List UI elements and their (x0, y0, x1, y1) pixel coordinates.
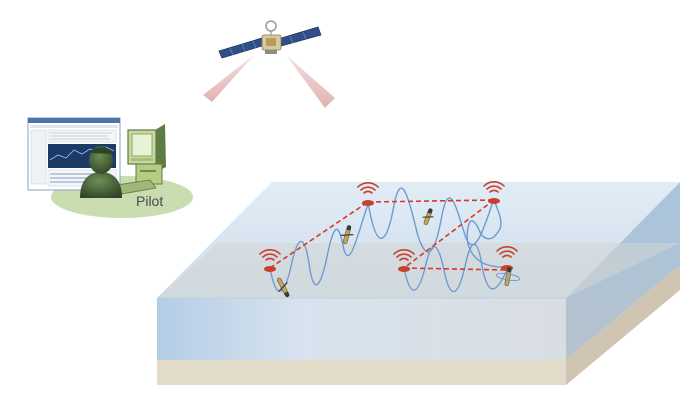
person-silhouette-icon (80, 146, 122, 198)
satellite (203, 20, 335, 108)
solar-panel-left (218, 37, 266, 59)
trajectory-right-vertical (466, 199, 508, 269)
computer-workstation-icon (109, 124, 166, 196)
wireless-signal-icon (393, 249, 415, 261)
trajectory-bottom (403, 243, 508, 293)
waypoint-1 (357, 182, 379, 206)
submerged-floor (157, 243, 680, 298)
pilot-label: Pilot (136, 193, 163, 209)
monitor-screen (131, 133, 153, 157)
water-front-face (157, 298, 566, 360)
wireless-signal-icon (496, 246, 518, 258)
underwater-glider-icon (276, 277, 290, 298)
solar-panel-right (277, 26, 322, 47)
waypoint-2 (483, 181, 505, 204)
signal-beam-left (203, 55, 254, 102)
seafloor-front (157, 360, 566, 385)
trajectory-left (269, 203, 369, 292)
underwater-glider-icon (495, 267, 521, 287)
underwater-glider-icon (422, 208, 434, 225)
seafloor-side (566, 265, 680, 385)
wireless-signal-icon (483, 181, 505, 193)
ocean-block (157, 182, 680, 385)
signal-beam-right (286, 55, 335, 108)
satellite-icon (218, 20, 322, 59)
survey-path (269, 199, 508, 271)
wireless-signal-icon (357, 182, 379, 194)
glider-trajectories (269, 187, 508, 293)
water-side-face (566, 182, 680, 360)
waypoint-4 (393, 249, 415, 272)
underwater-glider-icon (340, 225, 354, 245)
monitor-side (155, 124, 166, 172)
wireless-signal-icon (259, 249, 281, 261)
waypoint-3 (259, 249, 281, 272)
pilot-station: Pilot (27, 117, 193, 218)
